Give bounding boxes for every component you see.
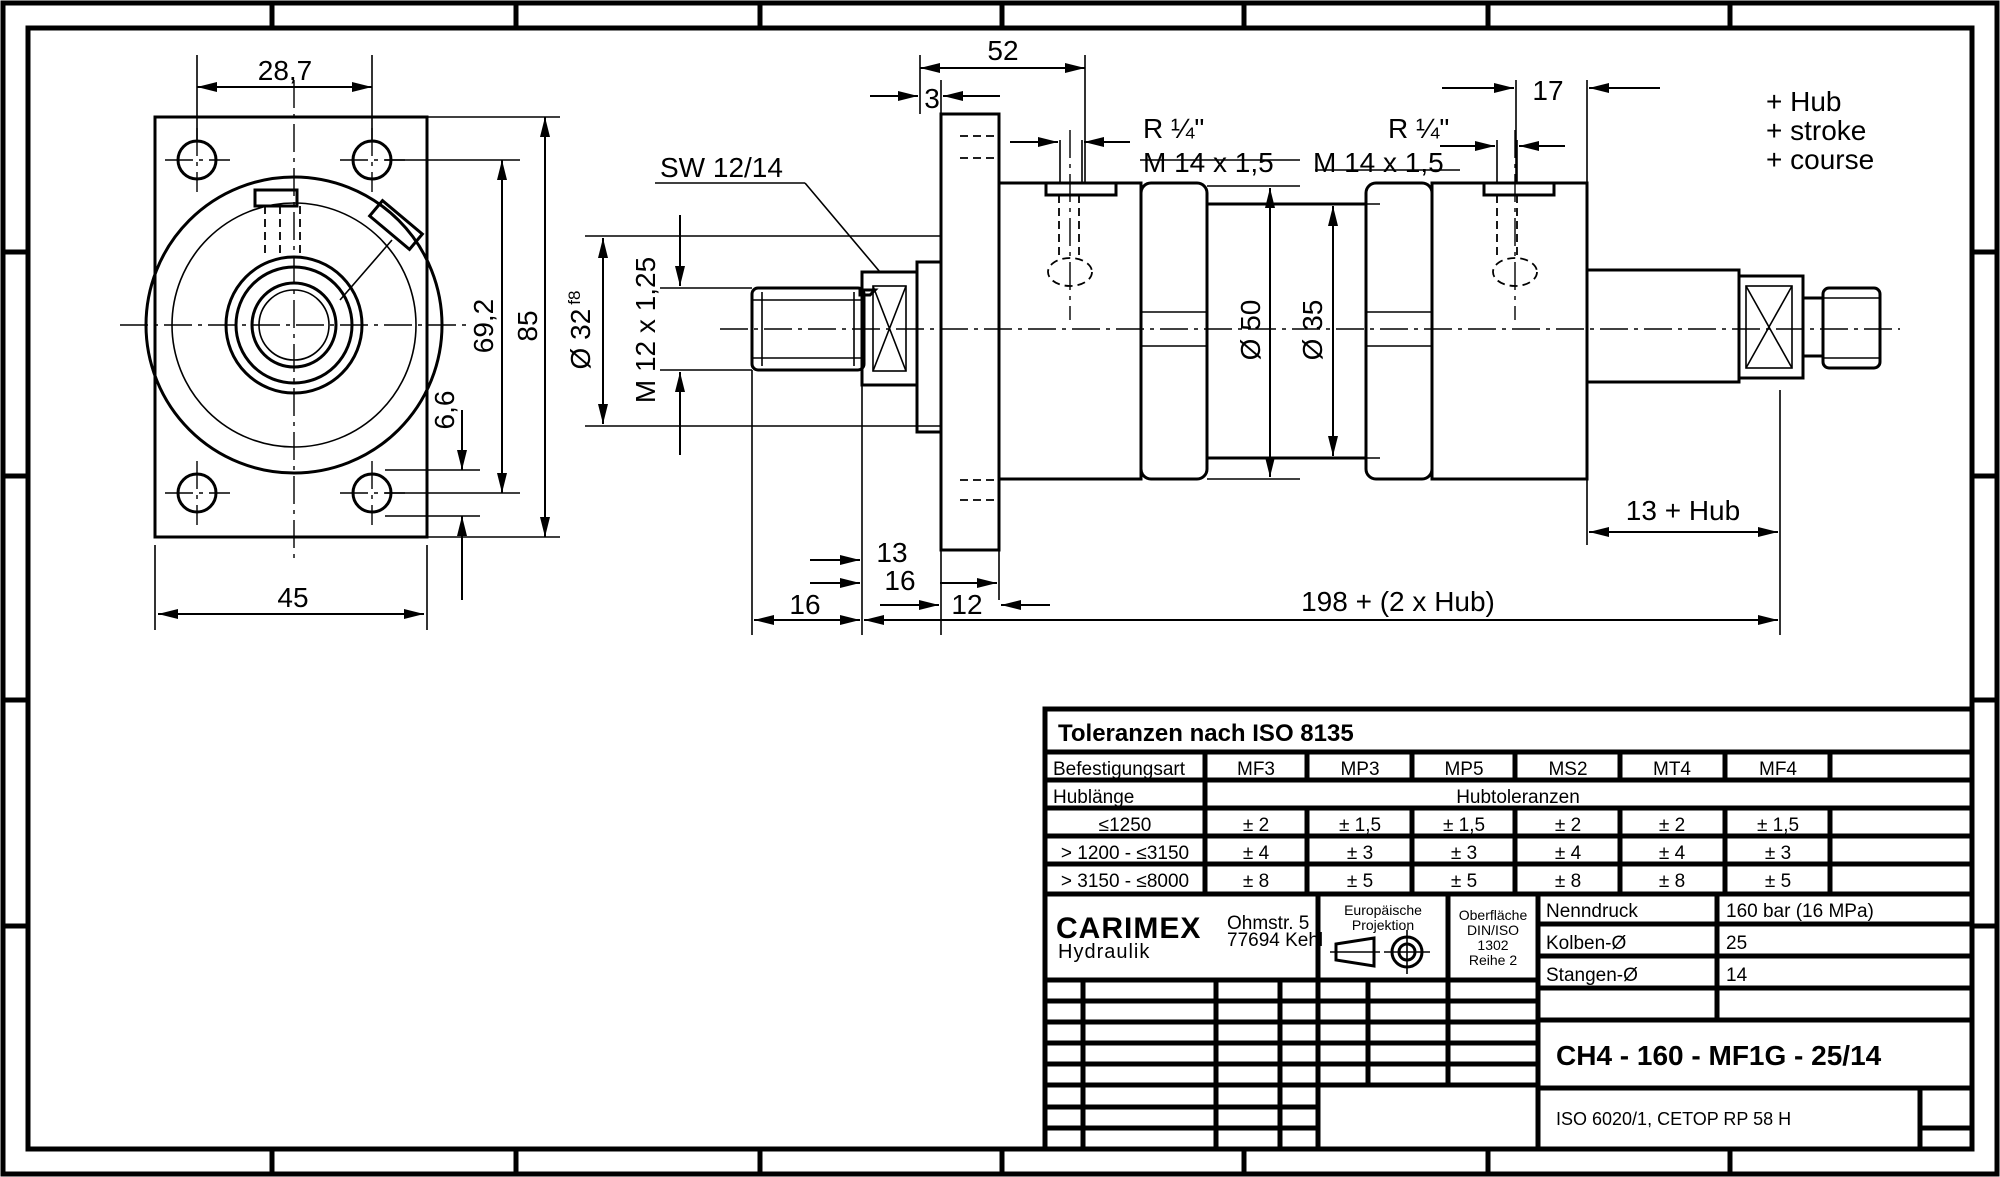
row-header-length: Hublänge	[1053, 787, 1134, 808]
mount-type-cell: MP3	[1340, 759, 1379, 780]
tolerance-title: Toleranzen nach ISO 8135	[1058, 720, 1354, 747]
tolerance-value-cell: ± 5	[1765, 871, 1791, 892]
dim-m14-a: M 14 x 1,5	[1143, 147, 1274, 178]
tolerance-value-cell: ± 2	[1659, 815, 1685, 836]
dim-85: 85	[512, 310, 543, 341]
tolerance-span-label: Hubtoleranzen	[1456, 787, 1580, 808]
title-block: Toleranzen nach ISO 8135 Befestigungsart…	[1042, 706, 1975, 1152]
dim-198: 198 + (2 x Hub)	[1301, 586, 1495, 617]
tolerance-value-cell: ± 2	[1243, 815, 1269, 836]
tolerance-value-cell: ± 3	[1347, 843, 1373, 864]
dim-6-6: 6,6	[429, 391, 460, 430]
dim-r14-b: R ¼"	[1388, 113, 1449, 144]
dim-dia50: Ø 50	[1235, 300, 1266, 361]
tolerance-value-cell: ± 1,5	[1339, 815, 1381, 836]
surface-l4: Reihe 2	[1469, 952, 1517, 968]
tolerance-rows: ≤1250 ± 2 ± 1,5 ± 1,5 ± 2 ± 2 ± 1,5 > 1200 - ≤3…	[1061, 815, 1799, 892]
row-header-mount: Befestigungsart	[1053, 759, 1186, 780]
dim-m14-b: M 14 x 1,5	[1313, 147, 1444, 178]
side-view: 52 3 SW 12/14 Ø 32f8 M 12 x 1,25 R ¼" M …	[565, 35, 1900, 635]
spec-value-pressure: 160 bar (16 MPa)	[1726, 901, 1874, 922]
end-view: 28,7 69,2 85 6,6 45	[120, 55, 560, 630]
tolerance-value-cell: ± 8	[1659, 871, 1685, 892]
tolerance-value-cell: ± 4	[1243, 843, 1270, 864]
part-number: CH4 - 160 - MF1G - 25/14	[1556, 1040, 1882, 1071]
dim-16-inner: 16	[884, 565, 915, 596]
mount-type-cell: MS2	[1548, 759, 1587, 780]
company-city: 77694 Kehl	[1227, 930, 1323, 951]
stroke-range-cell: ≤1250	[1099, 815, 1152, 836]
dim-17: 17	[1532, 75, 1563, 106]
dim-dia35: Ø 35	[1297, 300, 1328, 361]
dim-52: 52	[987, 35, 1018, 66]
tolerance-value-cell: ± 1,5	[1443, 815, 1485, 836]
tolerance-value-cell: ± 1,5	[1757, 815, 1799, 836]
tolerance-value-cell: ± 5	[1347, 871, 1373, 892]
projection-line1: Europäische	[1344, 902, 1422, 918]
dim-sw: SW 12/14	[660, 152, 783, 183]
mount-types-row: MF3 MP3 MP5 MS2 MT4 MF4	[1237, 759, 1797, 780]
surface-l3: 1302	[1477, 937, 1508, 953]
mount-type-cell: MP5	[1444, 759, 1483, 780]
mount-type-cell: MT4	[1653, 759, 1691, 780]
dim-28-7: 28,7	[258, 55, 313, 86]
dim-m12: M 12 x 1,25	[630, 257, 661, 403]
dim-12: 12	[951, 589, 982, 620]
projection-line2: Projektion	[1352, 917, 1414, 933]
company-street: Ohmstr. 5	[1227, 913, 1309, 934]
tolerance-value-cell: ± 3	[1765, 843, 1791, 864]
dim-13-hub: 13 + Hub	[1626, 495, 1740, 526]
tolerance-value-cell: ± 2	[1555, 815, 1581, 836]
dim-r14-a: R ¼"	[1143, 113, 1204, 144]
spec-label-piston: Kolben-Ø	[1546, 933, 1626, 954]
mount-type-cell: MF4	[1759, 759, 1797, 780]
dim-13: 13	[876, 537, 907, 568]
projection-symbol-icon	[1330, 930, 1430, 974]
stroke-note-de: + Hub	[1766, 86, 1842, 117]
company-name: CARIMEX	[1056, 912, 1201, 945]
spec-label-pressure: Nenndruck	[1546, 901, 1638, 922]
dim-dia32: Ø 32f8	[565, 291, 596, 370]
standard-ref: ISO 6020/1, CETOP RP 58 H	[1556, 1109, 1791, 1129]
stroke-note-fr: + course	[1766, 144, 1874, 175]
dim-69-2: 69,2	[468, 299, 499, 354]
company-division: Hydraulik	[1058, 941, 1150, 963]
tolerance-value-cell: ± 8	[1243, 871, 1269, 892]
spec-label-rod: Stangen-Ø	[1546, 965, 1638, 986]
tolerance-value-cell: ± 3	[1451, 843, 1477, 864]
tolerance-value-cell: ± 4	[1555, 843, 1582, 864]
stroke-range-cell: > 1200 - ≤3150	[1061, 843, 1189, 864]
dim-3: 3	[924, 83, 940, 114]
spec-value-rod: 14	[1726, 965, 1748, 986]
surface-l1: Oberfläche	[1459, 907, 1528, 923]
surface-l2: DIN/ISO	[1467, 922, 1519, 938]
tolerance-value-cell: ± 5	[1451, 871, 1477, 892]
spec-value-piston: 25	[1726, 933, 1747, 954]
mount-type-cell: MF3	[1237, 759, 1275, 780]
stroke-note-en: + stroke	[1766, 115, 1866, 146]
tolerance-value-cell: ± 4	[1659, 843, 1686, 864]
tolerance-value-cell: ± 8	[1555, 871, 1581, 892]
dim-16-outer: 16	[789, 589, 820, 620]
stroke-range-cell: > 3150 - ≤8000	[1061, 871, 1189, 892]
dim-45: 45	[277, 582, 308, 613]
